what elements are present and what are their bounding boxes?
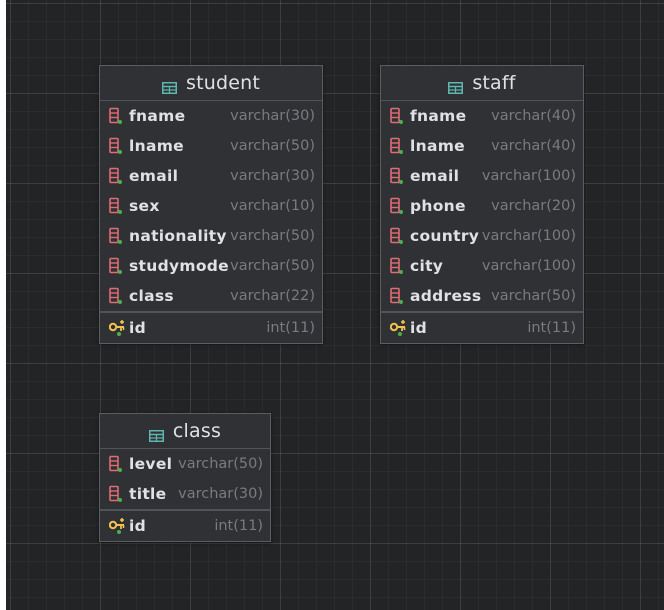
column-type: varchar(30) xyxy=(178,486,263,502)
column-icon xyxy=(109,137,125,155)
column-row[interactable]: email varchar(30) xyxy=(100,161,322,191)
table-icon xyxy=(148,425,164,442)
column-icon xyxy=(390,137,406,155)
column-icon xyxy=(109,257,125,275)
column-type: varchar(20) xyxy=(491,198,576,214)
column-name: phone xyxy=(410,197,466,215)
column-icon xyxy=(390,167,406,185)
column-icon xyxy=(390,287,406,305)
column-type: varchar(50) xyxy=(491,288,576,304)
column-icon xyxy=(109,485,125,503)
column-name: id xyxy=(129,517,147,535)
primary-key-divider xyxy=(100,311,322,313)
column-row[interactable]: city varchar(100) xyxy=(381,251,583,281)
column-type: varchar(10) xyxy=(230,198,315,214)
primary-key-icon xyxy=(108,319,125,337)
primary-key-divider xyxy=(100,509,270,511)
column-row[interactable]: class varchar(22) xyxy=(100,281,322,311)
column-name: title xyxy=(129,485,167,503)
column-row[interactable]: title varchar(30) xyxy=(100,479,270,509)
column-name: lname xyxy=(410,137,465,155)
column-type: varchar(100) xyxy=(481,228,576,244)
column-name: email xyxy=(410,167,460,185)
column-icon xyxy=(390,257,406,275)
column-list: fname varchar(40) lname varchar(40) email var… xyxy=(381,101,583,311)
table-class[interactable]: class level varchar(50) title varchar(30) i… xyxy=(99,413,271,542)
column-row[interactable]: lname varchar(40) xyxy=(381,131,583,161)
column-row[interactable]: lname varchar(50) xyxy=(100,131,322,161)
table-header: class xyxy=(100,414,270,449)
column-icon xyxy=(109,107,125,125)
column-row[interactable]: address varchar(50) xyxy=(381,281,583,311)
column-row[interactable]: email varchar(100) xyxy=(381,161,583,191)
table-icon xyxy=(161,77,177,94)
table-staff[interactable]: staff fname varchar(40) lname varchar(40) em… xyxy=(380,65,584,344)
primary-key-divider xyxy=(381,311,583,313)
column-name: address xyxy=(410,287,482,305)
table-student[interactable]: student fname varchar(30) lname varchar(50)… xyxy=(99,65,323,344)
column-icon xyxy=(109,287,125,305)
column-type: int(11) xyxy=(266,320,315,336)
column-list: level varchar(50) title varchar(30) xyxy=(100,449,270,509)
column-name: sex xyxy=(129,197,160,215)
column-type: varchar(50) xyxy=(230,228,315,244)
column-name: fname xyxy=(129,107,186,125)
column-icon xyxy=(109,197,125,215)
column-name: id xyxy=(129,319,147,337)
column-type: varchar(40) xyxy=(491,138,576,154)
table-header: staff xyxy=(381,66,583,101)
column-type: varchar(100) xyxy=(481,258,576,274)
column-name: city xyxy=(410,257,444,275)
column-icon xyxy=(390,227,406,245)
column-name: studymode xyxy=(129,257,229,275)
column-type: int(11) xyxy=(214,518,263,534)
column-type: varchar(22) xyxy=(230,288,315,304)
column-name: lname xyxy=(129,137,184,155)
column-list: fname varchar(30) lname varchar(50) email var… xyxy=(100,101,322,311)
column-icon xyxy=(390,197,406,215)
column-name: country xyxy=(410,227,480,245)
table-header: student xyxy=(100,66,322,101)
column-row[interactable]: fname varchar(40) xyxy=(381,101,583,131)
column-row[interactable]: level varchar(50) xyxy=(100,449,270,479)
column-type: varchar(50) xyxy=(178,456,263,472)
column-name: fname xyxy=(410,107,467,125)
column-icon xyxy=(109,167,125,185)
column-type: varchar(50) xyxy=(230,138,315,154)
column-type: varchar(30) xyxy=(230,168,315,184)
column-icon xyxy=(109,455,125,473)
column-type: int(11) xyxy=(527,320,576,336)
primary-key-row[interactable]: id int(11) xyxy=(100,511,270,541)
primary-key-row[interactable]: id int(11) xyxy=(100,313,322,343)
primary-key-row[interactable]: id int(11) xyxy=(381,313,583,343)
column-icon xyxy=(109,227,125,245)
diagram-canvas[interactable]: student fname varchar(30) lname varchar(50)… xyxy=(6,0,664,610)
column-icon xyxy=(390,107,406,125)
column-name: email xyxy=(129,167,179,185)
table-title: student xyxy=(185,72,261,94)
column-name: id xyxy=(410,319,428,337)
column-row[interactable]: phone varchar(20) xyxy=(381,191,583,221)
column-row[interactable]: sex varchar(10) xyxy=(100,191,322,221)
column-name: nationality xyxy=(129,227,227,245)
table-icon xyxy=(448,77,464,94)
column-name: level xyxy=(129,455,173,473)
primary-key-icon xyxy=(108,517,125,535)
table-title: class xyxy=(172,420,222,442)
column-row[interactable]: fname varchar(30) xyxy=(100,101,322,131)
column-type: varchar(100) xyxy=(481,168,576,184)
primary-key-icon xyxy=(389,319,406,337)
column-type: varchar(50) xyxy=(230,258,315,274)
column-type: varchar(30) xyxy=(230,108,315,124)
column-name: class xyxy=(129,287,174,305)
table-title: staff xyxy=(472,72,516,94)
column-type: varchar(40) xyxy=(491,108,576,124)
